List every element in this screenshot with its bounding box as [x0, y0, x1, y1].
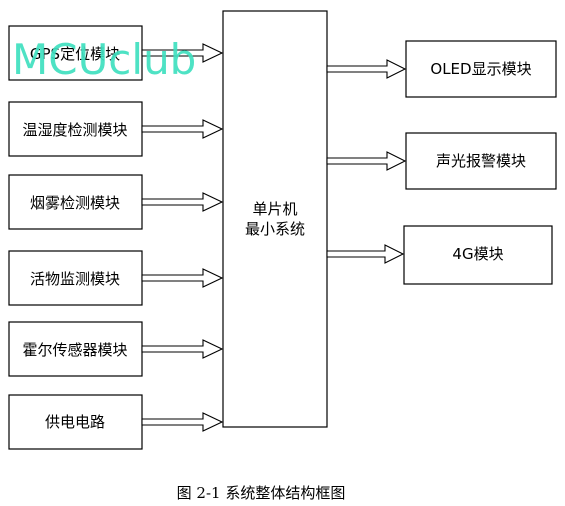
arrow-smoke-to-mcu — [141, 192, 224, 212]
output-module-alarm: 声光报警模块 — [405, 132, 557, 190]
arrow-mcu-to-oled — [326, 59, 407, 79]
arrow-power-to-mcu — [141, 412, 224, 432]
mcu-module: 单片机 最小系统 — [222, 10, 328, 428]
arrow-living-to-mcu — [141, 268, 224, 288]
arrow-hall-to-mcu — [141, 339, 224, 359]
arrow-gps-to-mcu — [141, 43, 224, 63]
input-box-power — [8, 394, 143, 450]
output-module-4g: 4G模块 — [403, 225, 553, 285]
arrow-mcu-to-alarm — [326, 151, 407, 171]
input-module-gps: GPS定位模块 — [8, 25, 143, 81]
output-box-oled — [405, 40, 557, 98]
input-arrows — [141, 43, 224, 432]
input-module-living: 活物监测模块 — [8, 250, 143, 306]
input-box-gps — [8, 25, 143, 81]
input-label-hall: 霍尔传感器模块 — [22, 341, 127, 359]
output-module-oled: OLED显示模块 — [405, 40, 557, 98]
mcu-label-line2: 最小系统 — [245, 220, 305, 238]
output-box-alarm — [405, 132, 557, 190]
input-label-gps: GPS定位模块 — [30, 45, 120, 63]
mcu-label-line1: 单片机 — [252, 200, 297, 218]
arrow-temp-to-mcu — [141, 119, 224, 139]
input-label-temp-humidity: 温湿度检测模块 — [22, 121, 127, 139]
output-label-alarm: 声光报警模块 — [436, 152, 526, 170]
watermark-text: MCUclub — [12, 35, 196, 84]
input-module-hall: 霍尔传感器模块 — [8, 321, 143, 377]
output-box-4g — [403, 225, 553, 285]
input-label-smoke: 烟雾检测模块 — [30, 194, 120, 212]
arrow-mcu-to-4g — [326, 244, 405, 264]
input-module-smoke: 烟雾检测模块 — [8, 174, 143, 230]
mcu-box — [222, 10, 328, 428]
input-label-living: 活物监测模块 — [30, 270, 120, 288]
input-box-hall — [8, 321, 143, 377]
input-module-power: 供电电路 — [8, 394, 143, 450]
input-box-temp-humidity — [8, 101, 143, 157]
output-label-oled: OLED显示模块 — [430, 60, 531, 78]
input-module-temp-humidity: 温湿度检测模块 — [8, 101, 143, 157]
output-arrows — [326, 59, 407, 264]
input-label-power: 供电电路 — [45, 413, 105, 431]
figure-caption: 图 2-1 系统整体结构框图 — [177, 484, 346, 502]
output-label-4g: 4G模块 — [452, 245, 503, 263]
